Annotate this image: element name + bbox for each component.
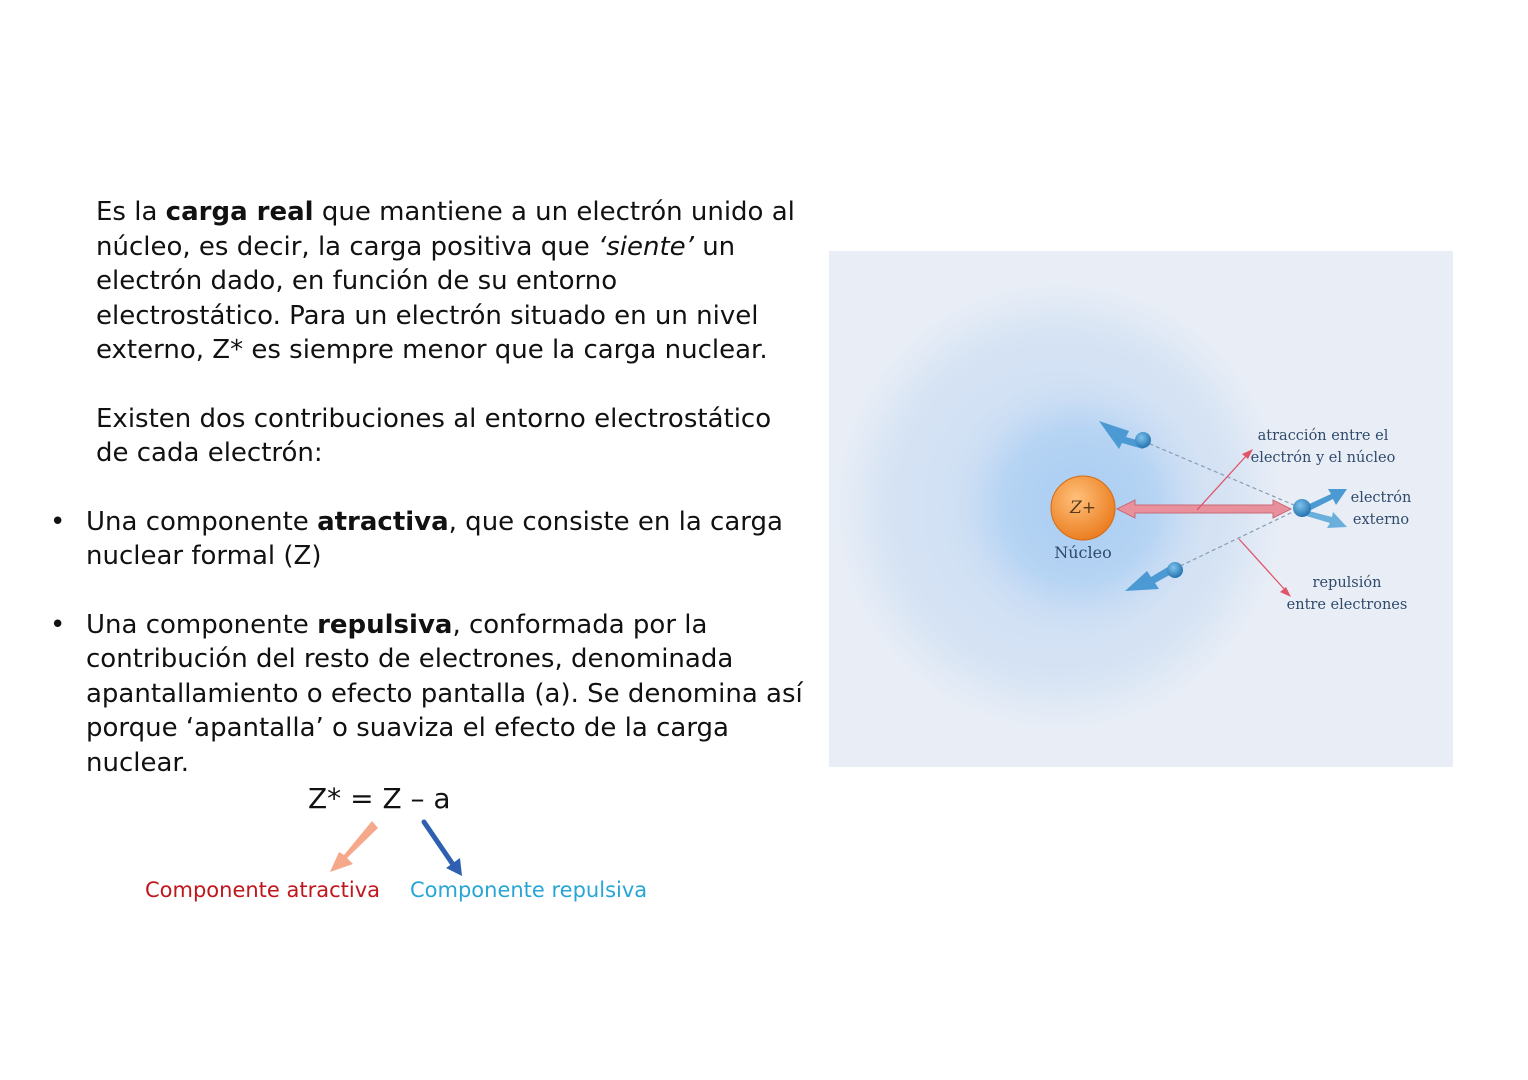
dashed-line: [1142, 440, 1302, 509]
repulsion-label: repulsión entre electrones: [1277, 572, 1417, 616]
outer-electron-label: electrón externo: [1341, 487, 1421, 531]
attractive-arrow-icon: [330, 821, 378, 872]
intro-paragraph: Es la carga real que mantiene a un elect…: [50, 195, 810, 368]
outer-electron-label-line: externo: [1352, 512, 1410, 528]
bullet-marker: •: [50, 609, 66, 640]
intro-bold-term: carga real: [165, 197, 314, 227]
electron-icon: [1167, 562, 1183, 578]
bullet-marker: •: [50, 506, 66, 537]
intro-text-b: que mantiene a un electrón unido al núcl…: [96, 197, 795, 262]
pointer-arrowhead-icon: [1280, 587, 1291, 597]
repulsion-label-line: repulsión: [1312, 575, 1382, 591]
attractive-component-label: Componente atractiva: [145, 878, 381, 902]
bullet-bold-term: repulsiva: [317, 609, 453, 640]
outer-electron-motion-arrow-icon: [1303, 510, 1347, 528]
intro-text-a: Es la: [96, 197, 166, 227]
electron-icon: [1135, 432, 1151, 448]
list-item-attractive: • Una componente atractiva, que consiste…: [50, 505, 810, 574]
attraction-pointer-line: [1196, 454, 1248, 511]
shielding-diagram: Z+ Núcleo atracción entre el electrón y …: [829, 251, 1453, 767]
nucleus-symbol: Z+: [1069, 498, 1097, 518]
bullet-text: , conformada por la contribución del res…: [86, 609, 803, 778]
contributions-list: • Una componente atractiva, que consiste…: [50, 505, 810, 781]
attraction-force-arrow-icon: [1115, 499, 1293, 519]
bullet-text: , que consiste en la carga nuclear forma…: [86, 506, 783, 572]
outer-electron-label-line: electrón: [1350, 490, 1412, 506]
nucleus-label: Núcleo: [1054, 543, 1112, 562]
outer-electron-icon: [1293, 499, 1311, 517]
contributions-paragraph: Existen dos contribuciones al entorno el…: [96, 403, 772, 469]
pointer-arrowhead-icon: [1242, 449, 1253, 459]
effective-charge-formula: Z* = Z – a: [308, 782, 451, 815]
bullet-text: Una componente: [86, 609, 318, 640]
bullet-bold-term: atractiva: [317, 506, 449, 537]
attraction-label-line: electrón y el núcleo: [1250, 450, 1396, 466]
attraction-label-line: atracción entre el: [1257, 428, 1389, 444]
attraction-label: atracción entre el electrón y el núcleo: [1243, 425, 1403, 469]
formula-arrows: [330, 819, 462, 876]
list-spacer: [50, 574, 810, 608]
nucleus-icon: [1050, 475, 1116, 541]
outer-electron-motion-arrow-icon: [1305, 489, 1347, 511]
repulsive-arrow-icon: [421, 819, 462, 876]
list-item-repulsive: • Una componente repulsiva, conformada p…: [50, 608, 810, 781]
intro-italic-term: ‘siente’: [597, 231, 694, 262]
intro-text-c: un electrón dado, en función de su entor…: [96, 231, 768, 366]
diagram-graphic: [834, 281, 1347, 731]
electron-motion-arrow-icon: [1099, 421, 1147, 449]
electron-motion-arrow-icon: [1125, 565, 1175, 591]
repulsive-component-label: Componente repulsiva: [410, 878, 648, 902]
bullet-text: Una componente: [86, 506, 318, 537]
main-text: Es la carga real que mantiene a un elect…: [50, 195, 810, 780]
dashed-line: [1173, 507, 1302, 570]
repulsion-label-line: entre electrones: [1286, 597, 1408, 613]
repulsion-pointer-line: [1238, 538, 1287, 592]
